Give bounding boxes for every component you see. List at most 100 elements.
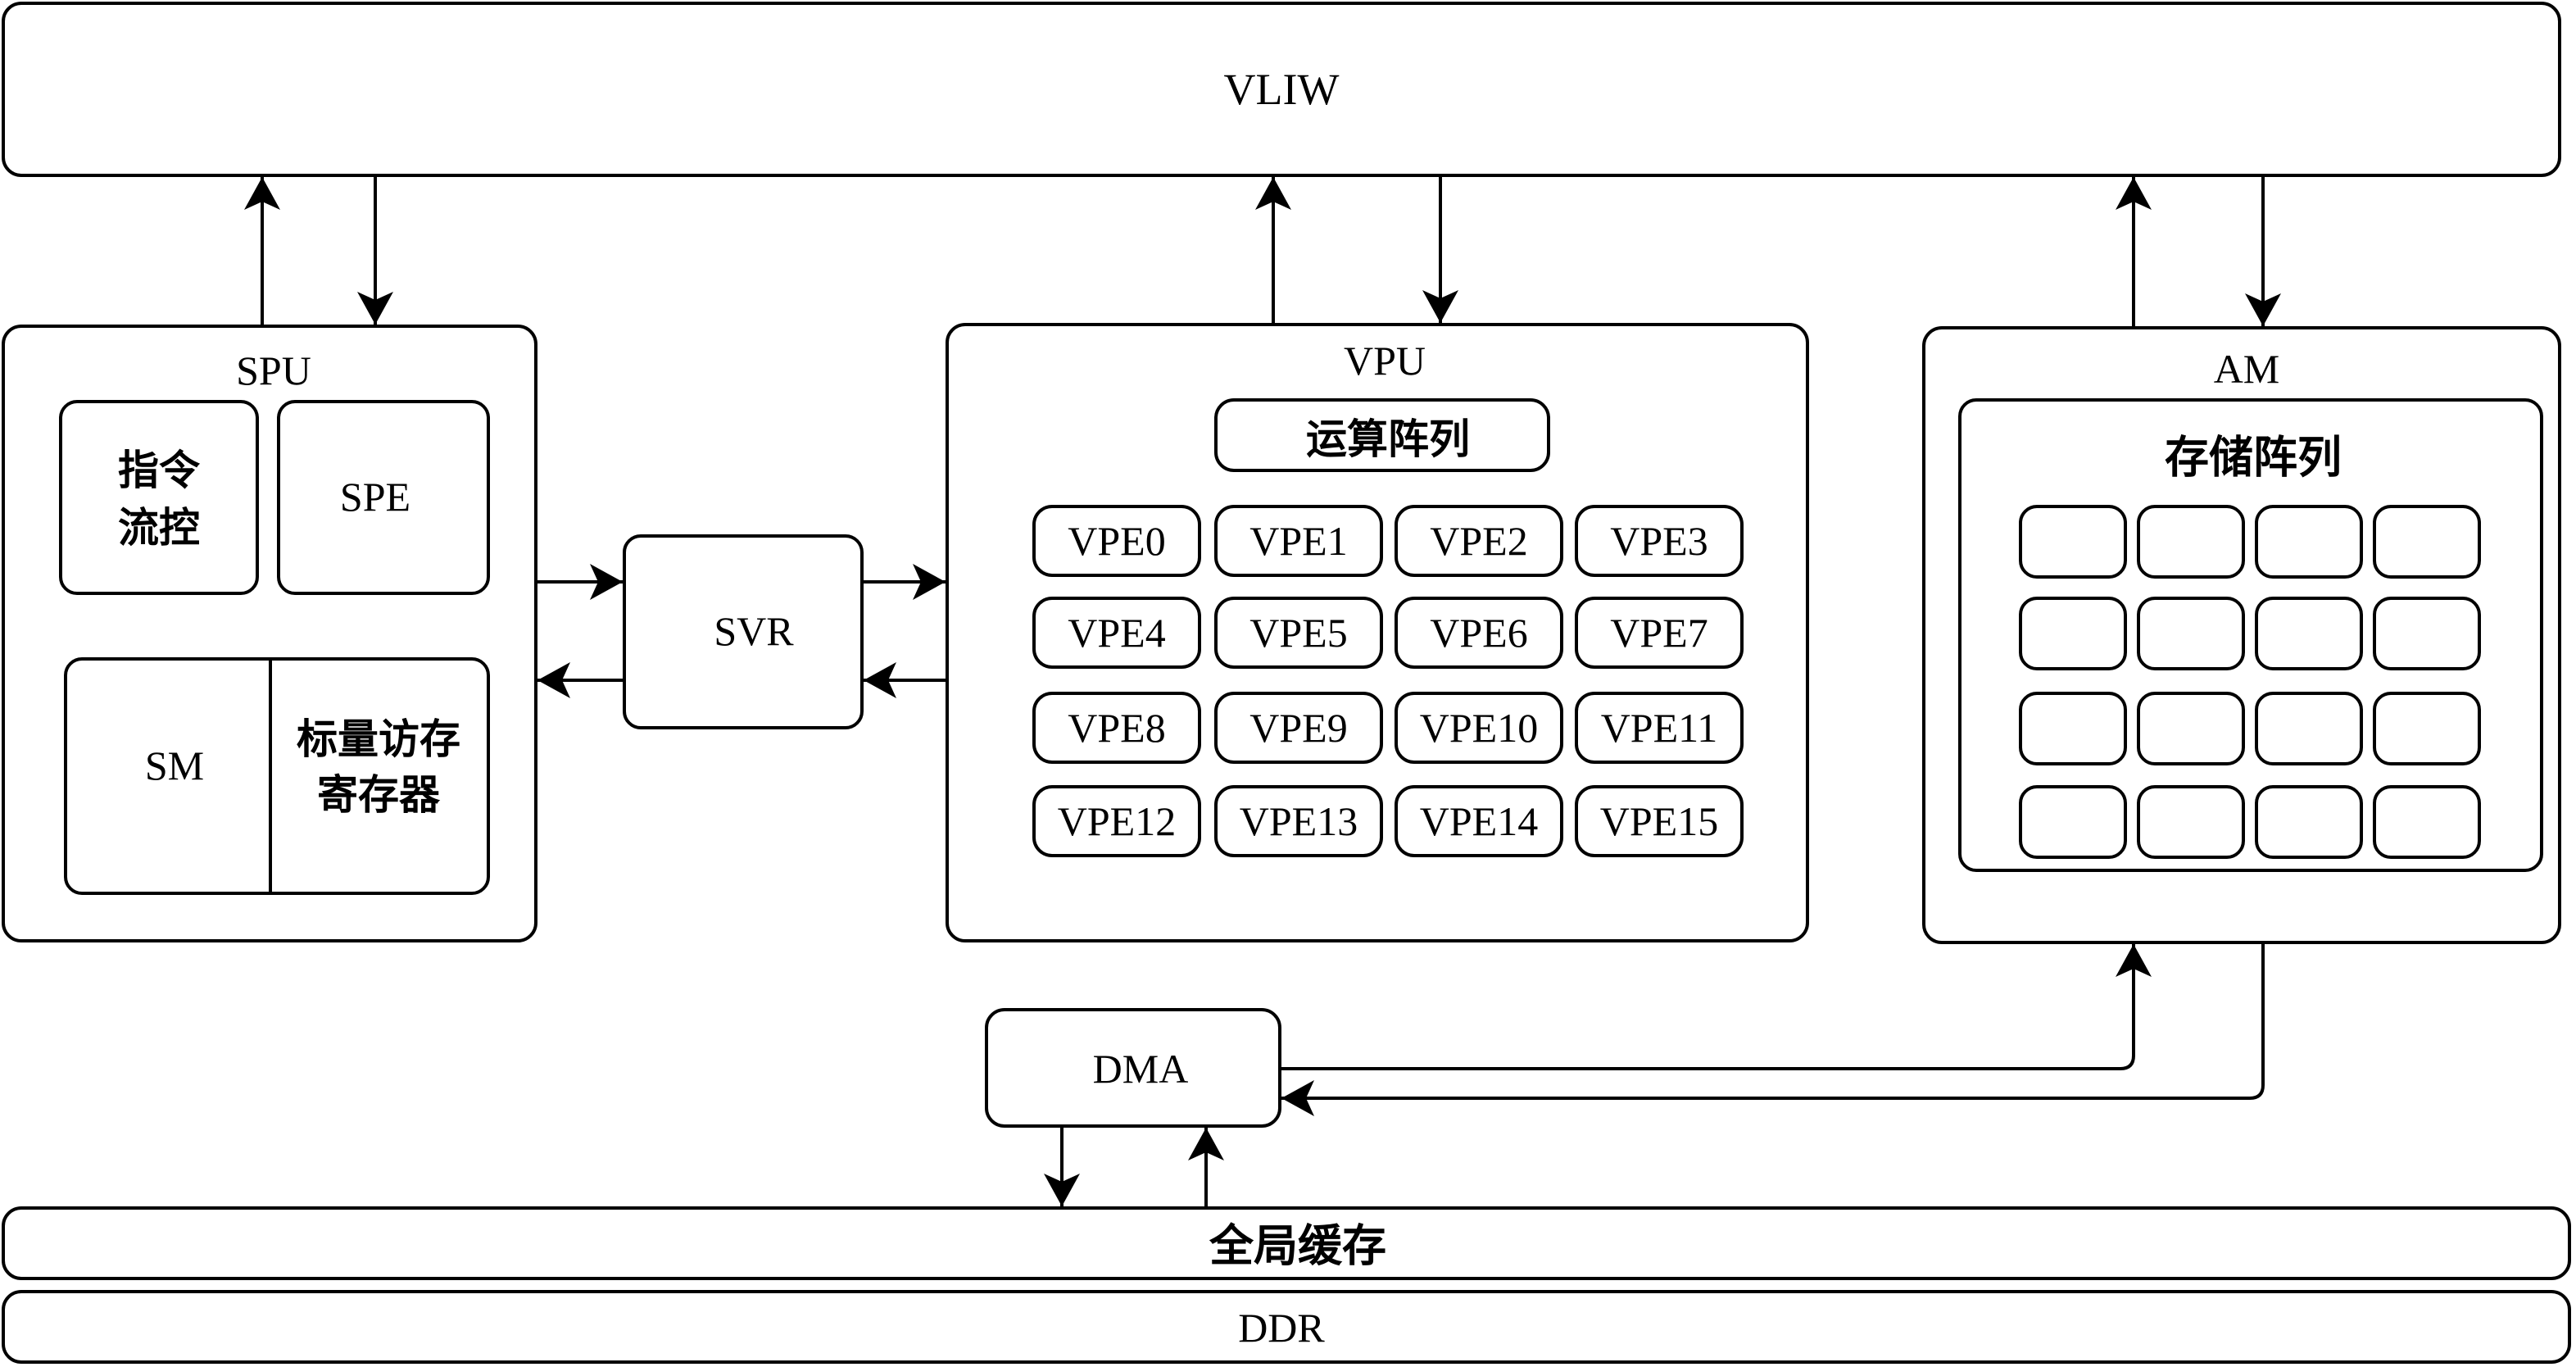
- svr-box: [623, 534, 864, 729]
- global-cache-box: [2, 1206, 2571, 1280]
- storage-cell: [2137, 505, 2245, 579]
- vpe-cell-box: [1575, 505, 1744, 577]
- vpe-cell: VPE6: [1395, 597, 1563, 669]
- dma-label: DMA: [1093, 1046, 1189, 1092]
- am-label: AM: [2214, 346, 2280, 392]
- vpe-cell-label: VPE7: [1610, 610, 1708, 656]
- connection-arrows: [244, 177, 2281, 1206]
- vpe-cell-box: [1575, 597, 1744, 669]
- compute-array-title: 运算阵列: [1306, 416, 1470, 463]
- vpe-cell-label: VPE1: [1249, 518, 1347, 564]
- instruction-flow-control-label-line1: 指令: [118, 447, 201, 494]
- am-cell-grid: [2019, 505, 2481, 859]
- ddr-box: [2, 1290, 2571, 1364]
- vpe-cell: VPE11: [1575, 692, 1744, 764]
- vpe-cell-box: [1214, 597, 1383, 669]
- vpe-cell-box: [1395, 692, 1563, 764]
- vpe-cell-label: VPE15: [1600, 798, 1718, 844]
- vpe-cell: VPE9: [1214, 692, 1383, 764]
- storage-cell: [2255, 692, 2363, 765]
- storage-array-title: 存储阵列: [2165, 432, 2342, 484]
- dma-box: [985, 1008, 1281, 1128]
- vpe-cell-box: [1395, 597, 1563, 669]
- vliw-block: VLIW: [2, 2, 2561, 177]
- vpe-cell: VPE3: [1575, 505, 1744, 577]
- vpe-cell-box: [1575, 692, 1744, 764]
- am-block: AM 存储阵列: [1922, 326, 2561, 944]
- vpe-cell-box: [1395, 505, 1563, 577]
- storage-cell: [2019, 505, 2127, 579]
- vpe-cell: VPE8: [1032, 692, 1201, 764]
- vpe-cell: VPE13: [1214, 785, 1383, 857]
- storage-cell: [2019, 785, 2127, 859]
- vpe-cell-box: [1032, 692, 1201, 764]
- storage-cell: [2255, 597, 2363, 670]
- storage-cell: [2373, 692, 2481, 765]
- vpe-cell: VPE2: [1395, 505, 1563, 577]
- vpe-cell-label: VPE2: [1430, 518, 1527, 564]
- vpe-cell-label: VPE4: [1068, 610, 1165, 656]
- arrow-dma-to-am: [1281, 944, 2152, 1070]
- vpe-cell: VPE14: [1395, 785, 1563, 857]
- vpe-cell-box: [1214, 785, 1383, 857]
- storage-cell: [2373, 597, 2481, 670]
- compute-array-title-box: [1214, 398, 1550, 472]
- spe-label: SPE: [340, 474, 410, 520]
- vliw-label: VLIW: [1224, 65, 1340, 114]
- storage-cell: [2137, 692, 2245, 765]
- storage-cell: [2255, 785, 2363, 859]
- scalar-register-label-line2: 寄存器: [317, 771, 441, 819]
- storage-cell: [2137, 785, 2245, 859]
- storage-cell: [2019, 692, 2127, 765]
- vpe-cell-label: VPE8: [1068, 705, 1165, 751]
- vpu-label: VPU: [1344, 338, 1426, 384]
- instruction-flow-control-label-line2: 流控: [118, 504, 200, 552]
- dma-block: DMA: [985, 1008, 1281, 1128]
- vpe-cell: VPE15: [1575, 785, 1744, 857]
- spe-box: [277, 400, 490, 595]
- storage-cell: [2019, 597, 2127, 670]
- storage-cell: [2373, 785, 2481, 859]
- vpe-cell-box: [1032, 785, 1201, 857]
- scalar-register-label-line1: 标量访存: [297, 715, 460, 763]
- vpe-cell-label: VPE0: [1068, 518, 1165, 564]
- vpe-cell-label: VPE12: [1058, 798, 1176, 844]
- svr-block: SVR: [623, 534, 864, 729]
- vpe-cell-box: [1214, 505, 1383, 577]
- vpe-cell: VPE5: [1214, 597, 1383, 669]
- vpe-cell-box: [1395, 785, 1563, 857]
- vpe-cell-label: VPE11: [1601, 705, 1718, 751]
- vpe-cell: VPE1: [1214, 505, 1383, 577]
- vpe-cell-box: [1032, 505, 1201, 577]
- vpe-cell-label: VPE3: [1610, 518, 1708, 564]
- vpe-cell: VPE10: [1395, 692, 1563, 764]
- global-cache-block: 全局缓存: [2, 1206, 2571, 1280]
- sm-label: SM: [145, 743, 204, 788]
- vpe-cell-label: VPE5: [1249, 610, 1347, 656]
- sm-register-box: [64, 657, 490, 895]
- vpe-cell-label: VPE6: [1430, 610, 1527, 656]
- ddr-label: DDR: [1238, 1305, 1325, 1351]
- vpe-cell: VPE12: [1032, 785, 1201, 857]
- vpe-cell: VPE7: [1575, 597, 1744, 669]
- vpe-cell-label: VPE9: [1249, 705, 1347, 751]
- vpe-cell-box: [1032, 597, 1201, 669]
- vliw-box: [2, 2, 2561, 177]
- spu-block: SPU 指令 流控 SPE SM 标量访存 寄存器: [2, 325, 537, 942]
- vpe-cell-label: VPE14: [1420, 798, 1538, 844]
- storage-cell: [2137, 597, 2245, 670]
- storage-cell: [2373, 505, 2481, 579]
- svr-label: SVR: [714, 608, 794, 654]
- ddr-block: DDR: [2, 1290, 2571, 1364]
- vpe-cell-label: VPE10: [1420, 705, 1538, 751]
- vpe-cell-box: [1214, 692, 1383, 764]
- vpe-cell-label: VPE13: [1240, 798, 1358, 844]
- vpe-cell: VPE4: [1032, 597, 1201, 669]
- instruction-flow-control-box: [59, 400, 259, 595]
- global-cache-label: 全局缓存: [1209, 1220, 1386, 1272]
- storage-cell: [2255, 505, 2363, 579]
- vpe-cell: VPE0: [1032, 505, 1201, 577]
